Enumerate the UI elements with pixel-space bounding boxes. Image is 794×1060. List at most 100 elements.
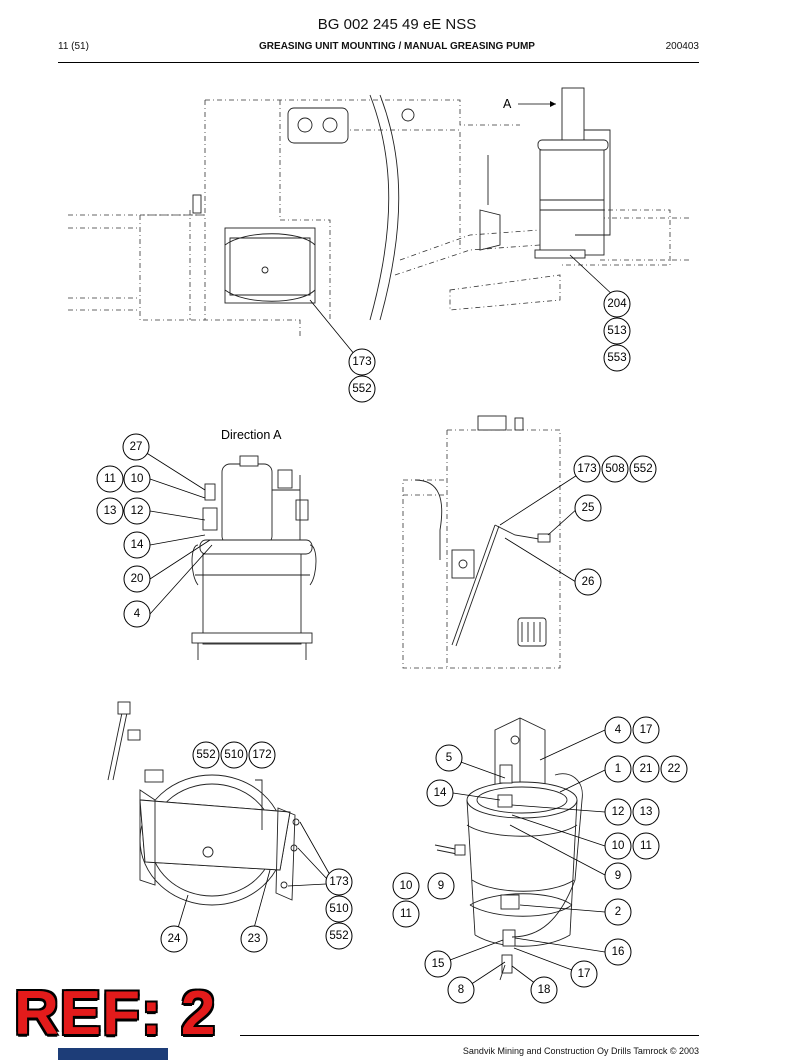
callout-22: 22	[660, 755, 688, 783]
callout-11b: 11	[632, 832, 660, 860]
callout-552: 552	[348, 375, 376, 403]
svg-text:26: 26	[582, 576, 595, 588]
callout-9: 9	[604, 862, 632, 890]
footer-copyright: Sandvik Mining and Construction Oy Drill…	[462, 1046, 699, 1056]
callout-12b: 12	[604, 798, 632, 826]
svg-text:510: 510	[224, 749, 243, 761]
svg-text:4: 4	[615, 724, 622, 736]
callout-552d: 552	[325, 922, 353, 950]
callout-5: 5	[435, 744, 463, 772]
svg-text:14: 14	[434, 787, 447, 799]
svg-text:13: 13	[640, 806, 653, 818]
callout-173c: 173	[325, 868, 353, 896]
callout-27: 27	[122, 433, 150, 461]
callout-14: 14	[123, 531, 151, 559]
document-title: BG 002 245 49 eE NSS	[317, 16, 477, 33]
svg-text:513: 513	[607, 325, 626, 337]
svg-text:12: 12	[131, 505, 144, 517]
callout-17b: 17	[570, 960, 598, 988]
svg-text:16: 16	[612, 946, 625, 958]
callout-510b: 510	[325, 895, 353, 923]
svg-text:25: 25	[582, 502, 595, 514]
svg-text:17: 17	[578, 968, 591, 980]
callout-26: 26	[574, 568, 602, 596]
svg-text:9: 9	[438, 880, 444, 892]
svg-text:552: 552	[196, 749, 215, 761]
callout-4: 4	[123, 600, 151, 628]
company-logo	[58, 1048, 168, 1060]
footer-rule	[240, 1035, 699, 1036]
callout-204: 204	[603, 290, 631, 318]
callout-13b: 13	[632, 798, 660, 826]
direction-a-label: Direction A	[221, 428, 282, 442]
callout-553: 553	[603, 344, 631, 372]
svg-text:553: 553	[607, 352, 626, 364]
callout-10c: 10	[392, 872, 420, 900]
callout-552b: 552	[629, 455, 657, 483]
callout-11: 11	[96, 465, 124, 493]
callout-17: 17	[632, 716, 660, 744]
hose-reel-view	[107, 701, 331, 929]
svg-text:552: 552	[352, 383, 371, 395]
callout-11c: 11	[392, 900, 420, 928]
svg-text:173: 173	[577, 463, 596, 475]
svg-text:20: 20	[131, 573, 144, 585]
svg-text:172: 172	[252, 749, 271, 761]
svg-text:173: 173	[329, 876, 348, 888]
svg-text:17: 17	[640, 724, 653, 736]
callout-552c: 552	[192, 741, 220, 769]
callout-1: 1	[604, 755, 632, 783]
svg-text:11: 11	[640, 840, 652, 852]
svg-text:14: 14	[131, 539, 144, 551]
callout-25: 25	[574, 494, 602, 522]
svg-text:2: 2	[615, 906, 621, 918]
callout-15: 15	[424, 950, 452, 978]
callout-12: 12	[123, 497, 151, 525]
section-title: GREASING UNIT MOUNTING / MANUAL GREASING…	[259, 41, 535, 52]
svg-text:11: 11	[104, 473, 116, 485]
ref-stamp: REF: 2	[14, 979, 217, 1048]
callout-9b: 9	[427, 872, 455, 900]
svg-text:9: 9	[615, 870, 621, 882]
svg-text:10: 10	[612, 840, 625, 852]
svg-text:8: 8	[458, 984, 464, 996]
callout-14b: 14	[426, 779, 454, 807]
callout-513: 513	[603, 317, 631, 345]
svg-text:510: 510	[329, 903, 348, 915]
callout-4b: 4	[604, 716, 632, 744]
callout-23: 23	[240, 925, 268, 953]
svg-text:10: 10	[131, 473, 144, 485]
callout-10b: 10	[604, 832, 632, 860]
svg-text:24: 24	[168, 933, 181, 945]
callout-2: 2	[604, 898, 632, 926]
view-a-label: A	[503, 97, 512, 111]
callout-508: 508	[601, 455, 629, 483]
direction-a-view: Direction A	[144, 428, 317, 660]
callout-13: 13	[96, 497, 124, 525]
svg-text:508: 508	[605, 463, 624, 475]
callout-172: 172	[248, 741, 276, 769]
callout-173: 173	[348, 348, 376, 376]
svg-text:5: 5	[446, 752, 452, 764]
svg-text:173: 173	[352, 356, 371, 368]
svg-text:552: 552	[329, 930, 348, 942]
svg-text:18: 18	[538, 984, 551, 996]
svg-text:1: 1	[615, 763, 621, 775]
pump-iso-view	[434, 717, 606, 986]
callout-510: 510	[220, 741, 248, 769]
svg-text:21: 21	[640, 763, 653, 775]
top-mounting-view: A	[68, 87, 690, 356]
side-view	[402, 415, 586, 669]
callout-18: 18	[530, 976, 558, 1004]
svg-text:204: 204	[607, 298, 627, 310]
svg-text:12: 12	[612, 806, 625, 818]
svg-text:552: 552	[633, 463, 652, 475]
page-number: 11 (51)	[58, 41, 89, 52]
callout-16: 16	[604, 938, 632, 966]
svg-text:22: 22	[668, 763, 681, 775]
callout-10: 10	[123, 465, 151, 493]
header-rule	[58, 62, 699, 63]
svg-text:13: 13	[104, 505, 117, 517]
callout-24: 24	[160, 925, 188, 953]
